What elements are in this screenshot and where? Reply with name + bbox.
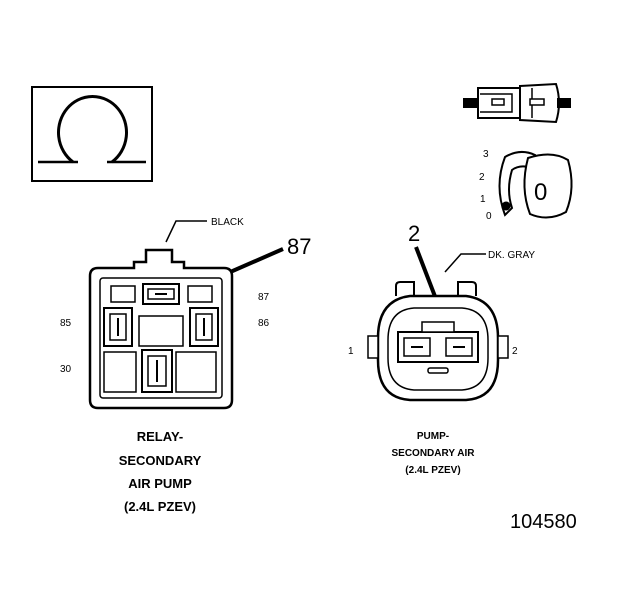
figure-number: 104580 [510,511,577,533]
relay-caption-line-4: (2.4L PZEV) [124,499,196,514]
pump-caption-line-2: SECONDARY AIR [392,448,476,459]
position-label-2: 2 [479,172,485,183]
selected-position-label: 0 [534,179,547,206]
pump-caption-line-3: (2.4L PZEV) [405,465,460,476]
pump-color-leader [444,253,486,273]
pump-pin-2-label: 2 [512,346,518,357]
relay-caption-line-2: SECONDARY [119,453,202,468]
ohm-symbol-box [31,86,153,182]
ohm-resistance-icon [38,95,146,164]
pump-connector: DK. GRAY 2 1 2 [348,221,535,402]
relay-callout-pin: 87 [287,234,311,259]
pump-color-label: DK. GRAY [488,250,535,261]
pump-pin-1-label: 1 [348,346,354,357]
terminal-86 [189,307,219,347]
connector-side-view-icon [463,82,571,124]
position-label-0: 0 [486,211,492,222]
relay-caption-line-3: AIR PUMP [128,476,192,491]
pump-caption: PUMP- SECONDARY AIR (2.4L PZEV) [392,431,476,476]
relay-pin-87-label: 87 [258,292,270,303]
terminal-87 [142,283,180,305]
relay-color-leader [165,220,207,243]
pump-caption-line-1: PUMP- [417,431,449,442]
pump-terminal-2 [445,337,473,357]
relay-color-label: BLACK [211,217,244,228]
position-label-3: 3 [483,149,489,160]
lock-rotation-icon [498,151,573,219]
terminal-85 [103,307,133,347]
relay-pin-85-label: 85 [60,318,72,329]
relay-connector: BLACK 87 [60,217,311,410]
position-label-1: 1 [480,194,486,205]
terminal-30 [141,349,173,393]
relay-caption-line-1: RELAY- [137,429,183,444]
pump-callout-pin: 2 [408,221,420,246]
pump-terminal-1 [403,337,431,357]
relay-pin-30-label: 30 [60,364,72,375]
relay-pin-86-label: 86 [258,318,270,329]
relay-caption: RELAY- SECONDARY AIR PUMP (2.4L PZEV) [119,429,202,514]
pin-position-key: 3 2 1 0 0 [479,149,573,222]
